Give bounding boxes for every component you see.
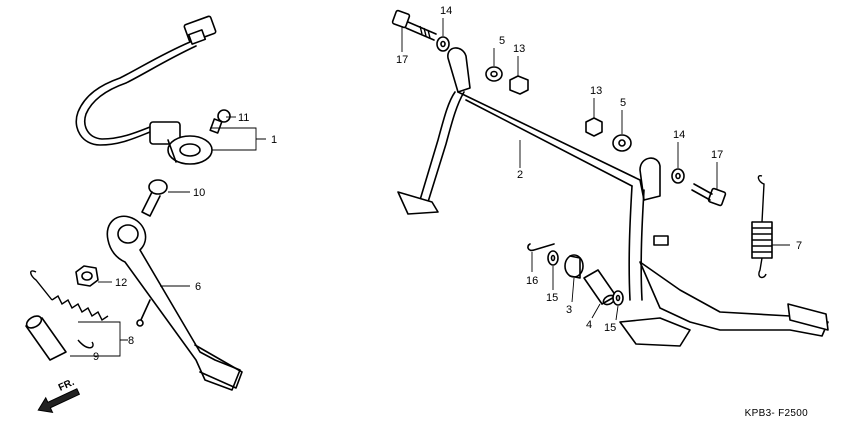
- diagram-code: KPB3- F2500: [744, 408, 808, 419]
- nut-right: [585, 117, 603, 137]
- callout-16: 16: [526, 275, 538, 287]
- callout-14-mid: 14: [673, 129, 685, 141]
- callout-3: 3: [566, 304, 572, 316]
- callout-17-top: 17: [396, 54, 408, 66]
- callout-5-mid: 5: [620, 97, 626, 109]
- callout-9: 9: [93, 351, 99, 363]
- callout-1: 1: [271, 134, 277, 146]
- callout-12: 12: [115, 277, 127, 289]
- callout-13-top: 13: [513, 43, 525, 55]
- switch-screw: [209, 109, 231, 134]
- main-stand-bolt-right: [691, 183, 727, 207]
- side-stand-pivot-bolt: [141, 179, 168, 217]
- callout-2: 2: [517, 169, 523, 181]
- cotter-pin: [527, 243, 555, 252]
- side-stand-nut: [75, 265, 99, 287]
- front-direction-arrow: FR.: [37, 377, 81, 413]
- pivot-collar: [583, 269, 617, 306]
- side-stand-switch: [75, 15, 217, 165]
- callout-7: 7: [796, 240, 802, 252]
- nut-left: [509, 75, 529, 95]
- collar-right: [612, 134, 632, 152]
- callout-11: 11: [238, 112, 249, 124]
- callout-8: 8: [128, 335, 134, 347]
- callout-15-left: 15: [546, 292, 558, 304]
- washer-pivot-left: [547, 250, 559, 266]
- washer-left: [436, 36, 450, 52]
- callout-10: 10: [193, 187, 205, 199]
- main-stand: [397, 47, 829, 347]
- callout-labels: 11 1 10 12 6 8 9 14 17 5 13 13 5 14 17 2…: [93, 5, 802, 363]
- callout-15-right: 15: [604, 322, 616, 334]
- main-stand-spring: [751, 174, 773, 279]
- callout-14-top: 14: [440, 5, 452, 17]
- callout-6: 6: [195, 281, 201, 293]
- main-stand-bolt-left: [391, 9, 437, 41]
- side-stand-spring: [30, 270, 109, 349]
- washer-right: [671, 168, 685, 184]
- callout-13-mid: 13: [590, 85, 602, 97]
- pivot-bushing: [564, 254, 584, 279]
- callout-4: 4: [586, 319, 592, 331]
- side-stand: [106, 215, 243, 391]
- callout-17-mid: 17: [711, 149, 723, 161]
- collar-left: [485, 66, 503, 82]
- callout-5-top: 5: [499, 35, 505, 47]
- spring-collar: [25, 315, 67, 361]
- leader-lines: [70, 18, 790, 357]
- washer-pivot-right: [612, 290, 624, 306]
